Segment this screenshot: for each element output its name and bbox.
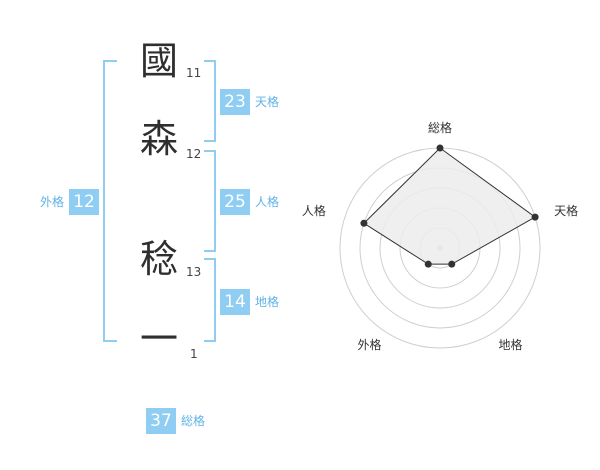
tenkaku-bracket: [204, 60, 216, 142]
name-char-2: 森: [139, 117, 178, 161]
radar-axis-label-1: 総格: [428, 120, 452, 135]
radar-point-4: [424, 260, 432, 268]
gaikaku-bracket: [103, 60, 117, 342]
jinkaku-badge: 25: [220, 189, 250, 215]
stroke-count-4: 1: [190, 347, 198, 361]
radar-axis-label-3: 地格: [499, 337, 523, 352]
name-char-1: 國: [139, 39, 178, 83]
chikaku-bracket: [204, 258, 216, 342]
tenkaku-group: 23 天格: [220, 89, 279, 115]
radar-series-polygon: [363, 147, 537, 265]
chikaku-badge: 14: [220, 289, 250, 315]
soukaku-label: 総格: [181, 414, 206, 428]
soukaku-group: 37 総格: [146, 408, 205, 434]
radar-point-1: [436, 144, 444, 152]
gaikaku-badge: 12: [69, 189, 100, 215]
jinkaku-label: 人格: [255, 195, 280, 209]
radar-axis-label-5: 人格: [302, 203, 326, 218]
chikaku-label: 地格: [255, 295, 280, 309]
stroke-count-2: 12: [186, 147, 202, 161]
name-char-4: 一: [139, 317, 178, 361]
radar-axis-label-2: 天格: [554, 203, 578, 218]
radar-axis-label-4: 外格: [357, 337, 381, 352]
jinkaku-group: 25 人格: [220, 189, 279, 215]
gaikaku-group: 外格 12: [40, 189, 100, 215]
tenkaku-badge: 23: [220, 89, 250, 115]
jinkaku-bracket: [204, 150, 216, 252]
stroke-count-3: 13: [186, 265, 202, 279]
radar-point-2: [531, 213, 539, 221]
gaikaku-label: 外格: [40, 195, 65, 209]
stroke-count-1: 11: [186, 66, 202, 80]
soukaku-badge: 37: [146, 408, 176, 434]
chikaku-group: 14 地格: [220, 289, 279, 315]
radar-point-3: [448, 260, 456, 268]
tenkaku-label: 天格: [255, 95, 280, 109]
radar-point-5: [360, 219, 368, 227]
name-char-3: 稔: [139, 237, 178, 281]
